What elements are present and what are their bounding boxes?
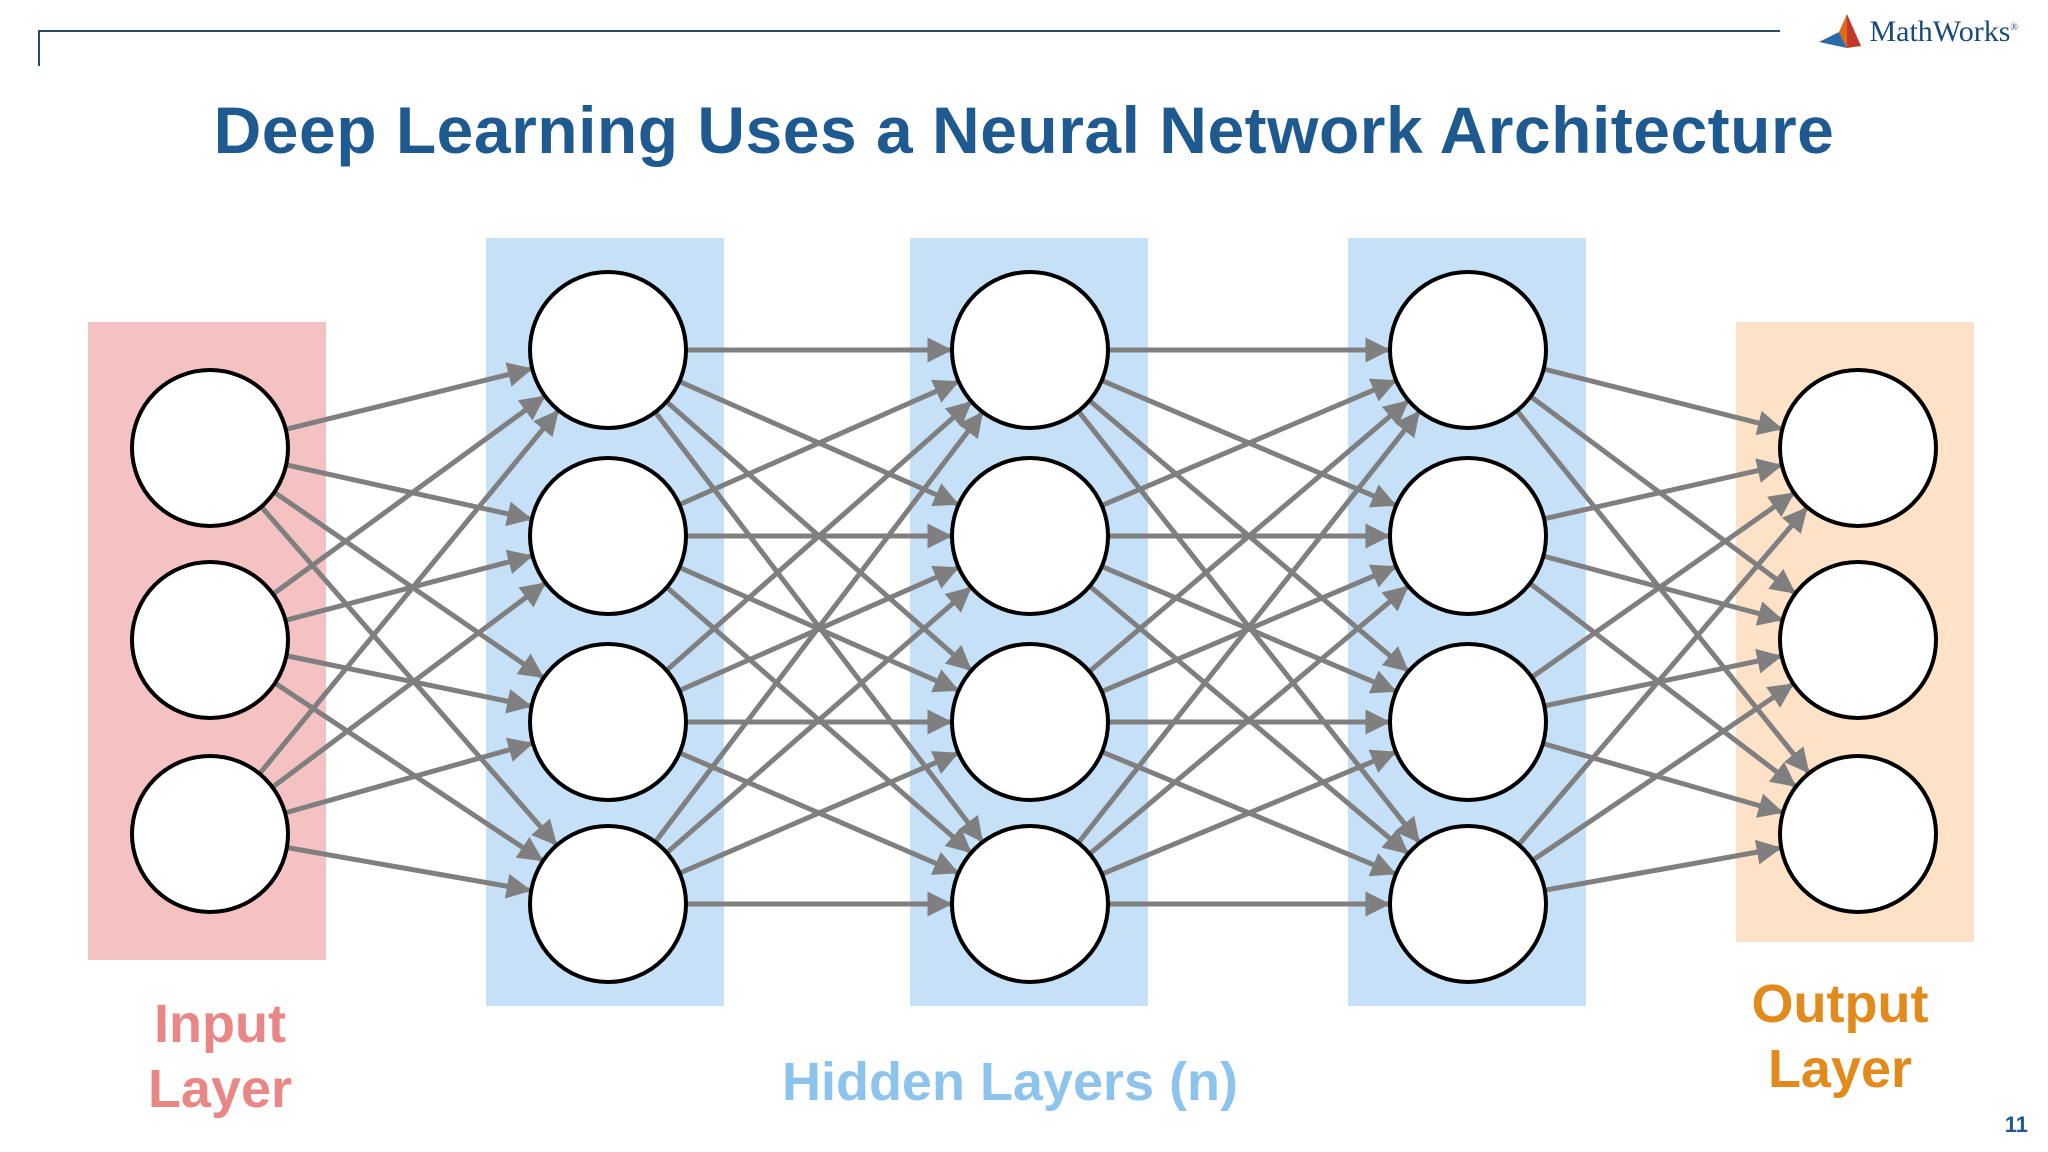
- connection-arrow: [257, 409, 560, 776]
- hidden-neuron-4-4: [1388, 824, 1548, 984]
- connection-arrow: [259, 505, 558, 846]
- connection-arrow: [285, 362, 533, 432]
- hidden-neuron-3-2: [950, 456, 1110, 616]
- connection-arrow: [1087, 399, 1409, 674]
- output-layer-label-line2: Layer: [1767, 1038, 1913, 1099]
- connection-arrow: [1528, 581, 1797, 788]
- input-layer-label: Input Layer: [120, 992, 320, 1122]
- connection-arrow: [1101, 749, 1397, 877]
- connection-arrow: [270, 581, 546, 790]
- connection-arrow: [678, 379, 960, 507]
- connection-arrow: [285, 462, 533, 527]
- hidden-neuron-3-1: [950, 270, 1110, 430]
- hidden-neuron-3-3: [950, 642, 1110, 802]
- connection-arrow: [284, 737, 534, 816]
- connection-arrow: [1543, 648, 1783, 709]
- connection-arrow: [1530, 491, 1795, 680]
- hidden-neuron-2-2: [528, 456, 688, 616]
- input-layer-label-line1: Input: [154, 994, 286, 1054]
- output-layer-label: Output Layer: [1720, 972, 1960, 1102]
- hidden-neuron-2-1: [528, 270, 688, 430]
- output-layer-label-line1: Output: [1751, 974, 1929, 1034]
- hidden-neuron-3-4: [950, 824, 1110, 984]
- hidden-neuron-4-3: [1388, 642, 1548, 802]
- connection-arrow: [1542, 741, 1784, 818]
- connection-arrow: [1516, 506, 1808, 847]
- output-neuron-5-3: [1778, 754, 1938, 914]
- connection-arrow: [1544, 839, 1782, 893]
- header-rule: [38, 30, 1780, 32]
- input-neuron-1-2: [130, 560, 290, 720]
- connection-arrow: [1543, 366, 1783, 436]
- hidden-layers-label: Hidden Layers (n): [781, 1052, 1239, 1112]
- output-neuron-5-1: [1778, 368, 1938, 528]
- connection-arrow: [1088, 585, 1409, 856]
- hidden-neuron-2-4: [528, 824, 688, 984]
- connection-arrow: [272, 490, 545, 679]
- connection-arrow: [286, 845, 532, 899]
- connection-arrow: [273, 681, 544, 862]
- output-neuron-5-2: [1778, 560, 1938, 720]
- input-neuron-1-1: [130, 368, 290, 528]
- connection-arrow: [1514, 409, 1810, 774]
- connection-arrow: [665, 586, 972, 855]
- connection-arrow: [653, 411, 984, 844]
- membrane-icon: [1819, 14, 1862, 48]
- connection-arrow: [284, 549, 534, 623]
- hidden-neuron-4-2: [1388, 456, 1548, 616]
- input-neuron-1-3: [130, 754, 290, 914]
- slide-title: Deep Learning Uses a Neural Network Arch…: [213, 93, 1835, 167]
- brand-name: MathWorks®: [1869, 15, 2018, 48]
- brand-logo: MathWorks®: [1817, 12, 2018, 52]
- connection-arrow: [271, 395, 546, 597]
- input-layer-label-line2: Layer: [147, 1058, 293, 1119]
- connection-arrow: [1543, 458, 1783, 522]
- connection-arrow: [1531, 682, 1794, 863]
- hidden-neuron-2-3: [528, 642, 688, 802]
- connection-arrow: [678, 751, 959, 876]
- connection-arrow: [1076, 410, 1421, 845]
- connection-arrow: [285, 653, 533, 714]
- hidden-neuron-4-1: [1388, 270, 1548, 430]
- header-rule-tick: [38, 30, 40, 66]
- connection-arrow: [664, 401, 972, 673]
- page-number: 11: [2004, 1112, 2028, 1137]
- connection-arrow: [1100, 378, 1397, 508]
